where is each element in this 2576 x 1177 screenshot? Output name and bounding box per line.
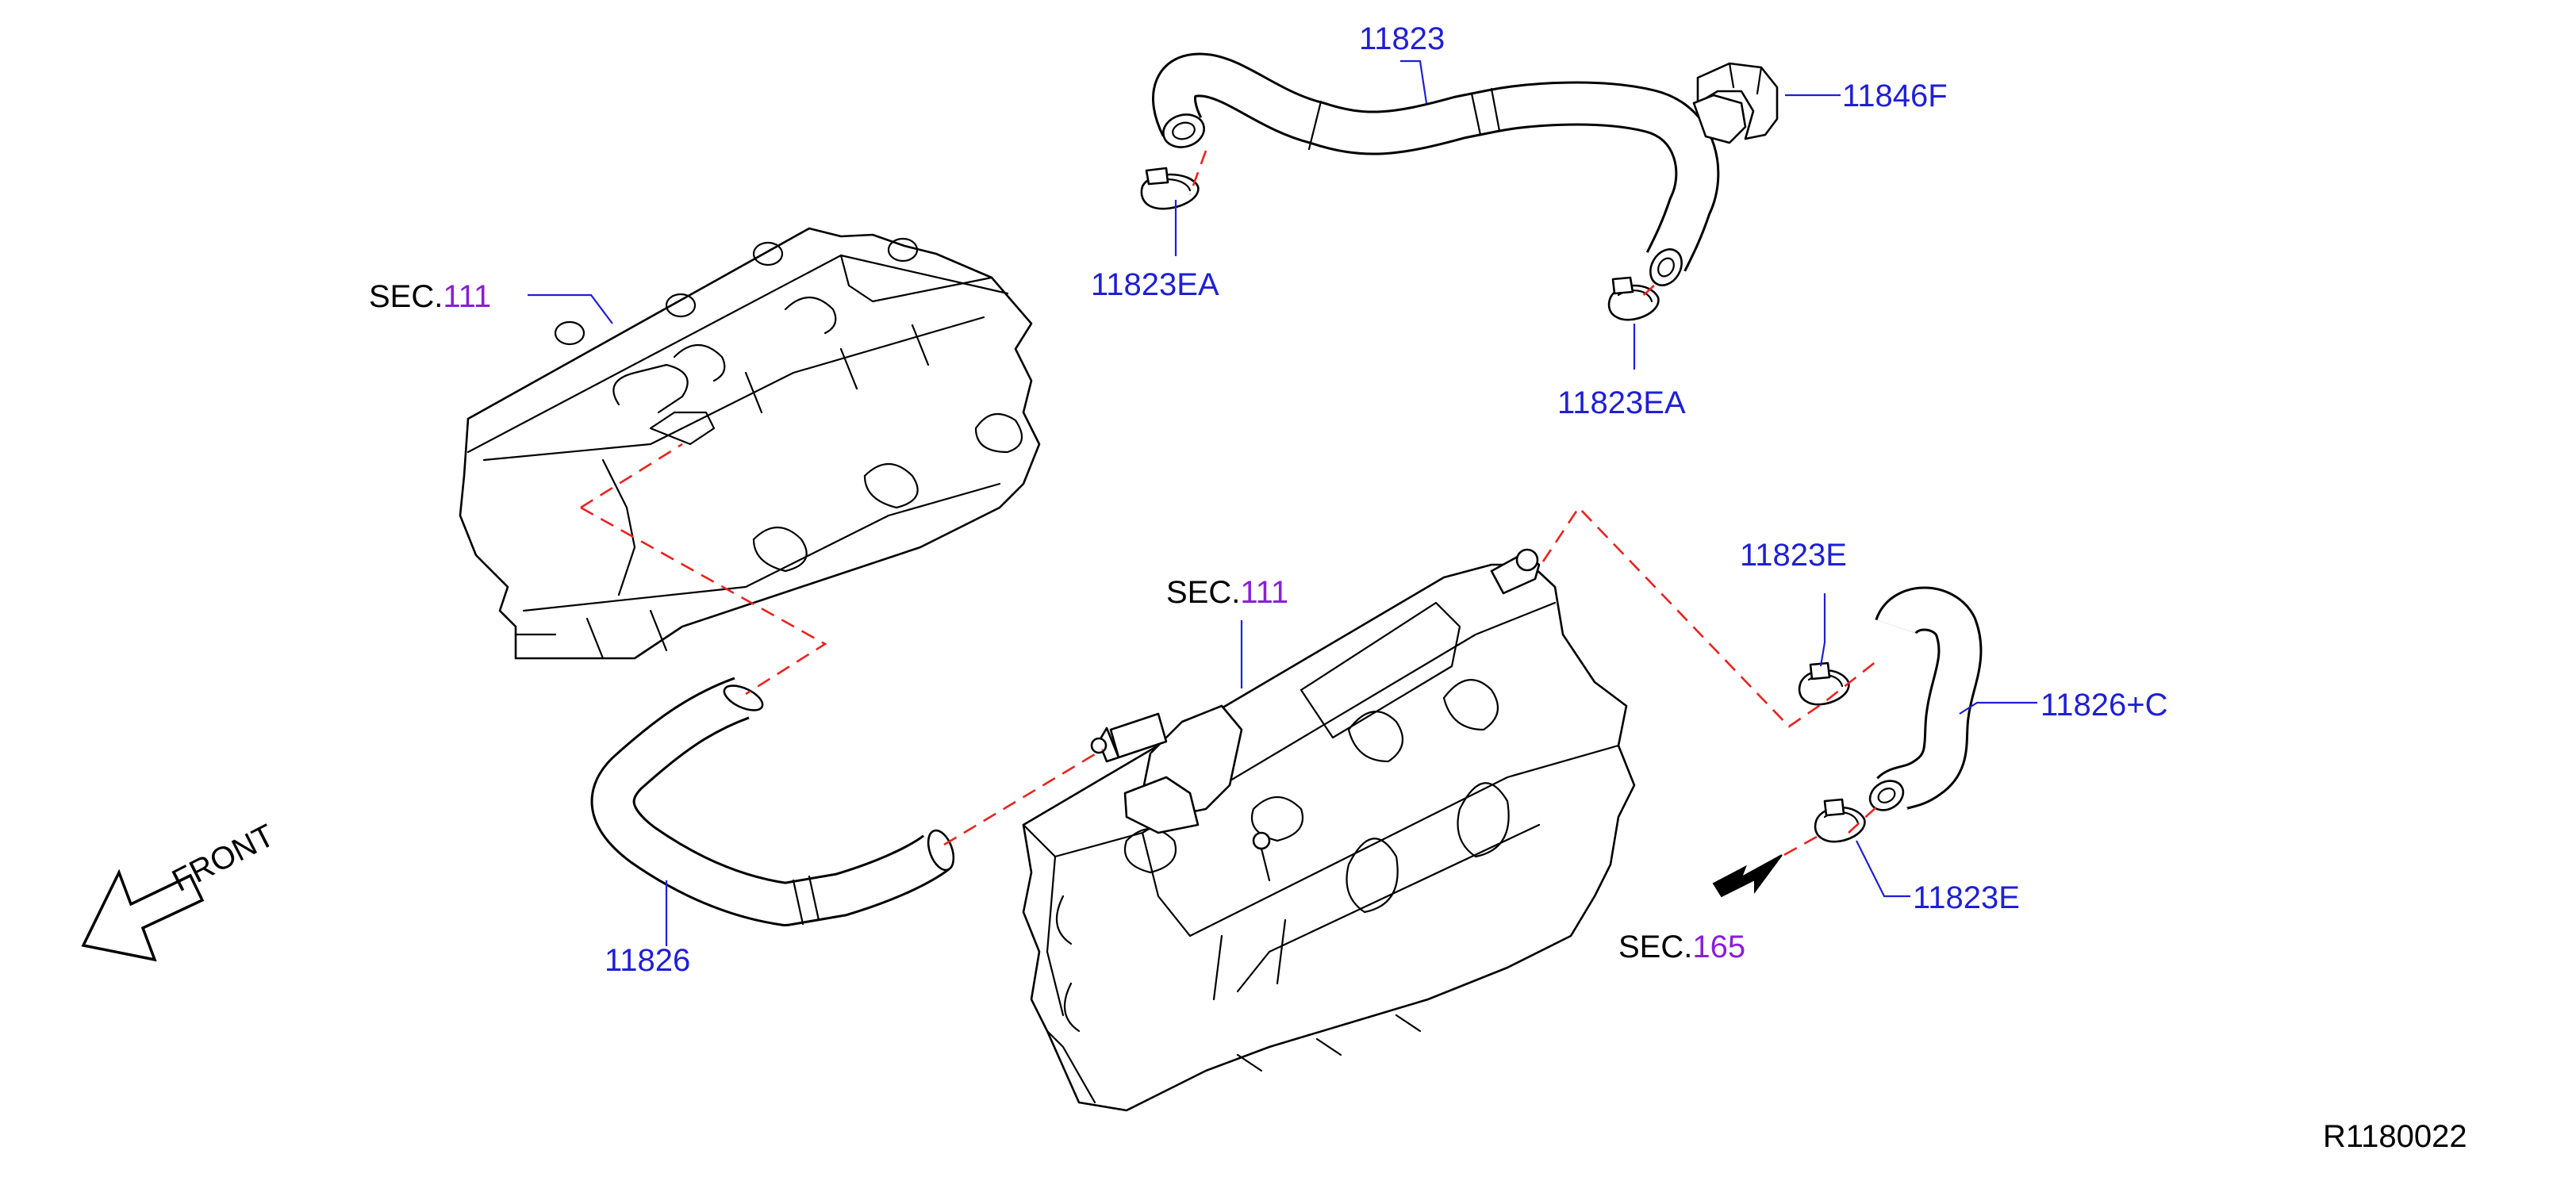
label-11823EA-left: 11823EA bbox=[1091, 267, 1219, 302]
sec-number: 111 bbox=[1240, 575, 1288, 610]
sec-ref-right-head[interactable]: SEC.111 bbox=[1166, 575, 1288, 610]
hose-clamp-11823E-lower bbox=[1814, 798, 1866, 843]
sec-number: 165 bbox=[1692, 930, 1745, 964]
hose-clamp-11823EA-right bbox=[1607, 276, 1660, 321]
right-cylinder-head bbox=[1022, 548, 1636, 1112]
sec-ref-left-head[interactable]: SEC.111 bbox=[369, 279, 491, 314]
label-11846F: 11846F bbox=[1842, 79, 1948, 113]
hose-clip-11846F bbox=[1692, 62, 1779, 144]
label-11823E-lower: 11823E bbox=[1913, 880, 2020, 915]
label-11823: 11823 bbox=[1359, 21, 1445, 56]
sec-ref-intake[interactable]: SEC.165 bbox=[1618, 930, 1745, 964]
label-11823E-upper: 11823E bbox=[1740, 538, 1847, 573]
sec-prefix: SEC. bbox=[369, 279, 443, 314]
front-arrow-icon bbox=[81, 868, 205, 962]
hose-clamp-11823E-upper bbox=[1798, 661, 1850, 706]
sec-number: 111 bbox=[443, 279, 491, 314]
front-label: FRONT bbox=[167, 818, 280, 899]
left-cylinder-head bbox=[459, 227, 1041, 660]
connection-lines bbox=[580, 150, 1881, 858]
diagram-reference-code: R1180022 bbox=[2323, 1119, 2467, 1154]
hose-11826 bbox=[590, 677, 955, 926]
label-11826: 11826 bbox=[605, 943, 690, 978]
hose-clamp-11823EA-left bbox=[1140, 167, 1200, 210]
sec-prefix: SEC. bbox=[1618, 930, 1692, 964]
leader-lines bbox=[528, 59, 2037, 946]
label-11826C: 11826+C bbox=[2040, 688, 2168, 723]
hose-11823 bbox=[1152, 52, 1720, 286]
hose-11826C bbox=[1868, 586, 1983, 811]
sec-prefix: SEC. bbox=[1166, 575, 1240, 610]
label-11823EA-right: 11823EA bbox=[1557, 385, 1686, 420]
intake-direction-arrow bbox=[1712, 854, 1783, 898]
